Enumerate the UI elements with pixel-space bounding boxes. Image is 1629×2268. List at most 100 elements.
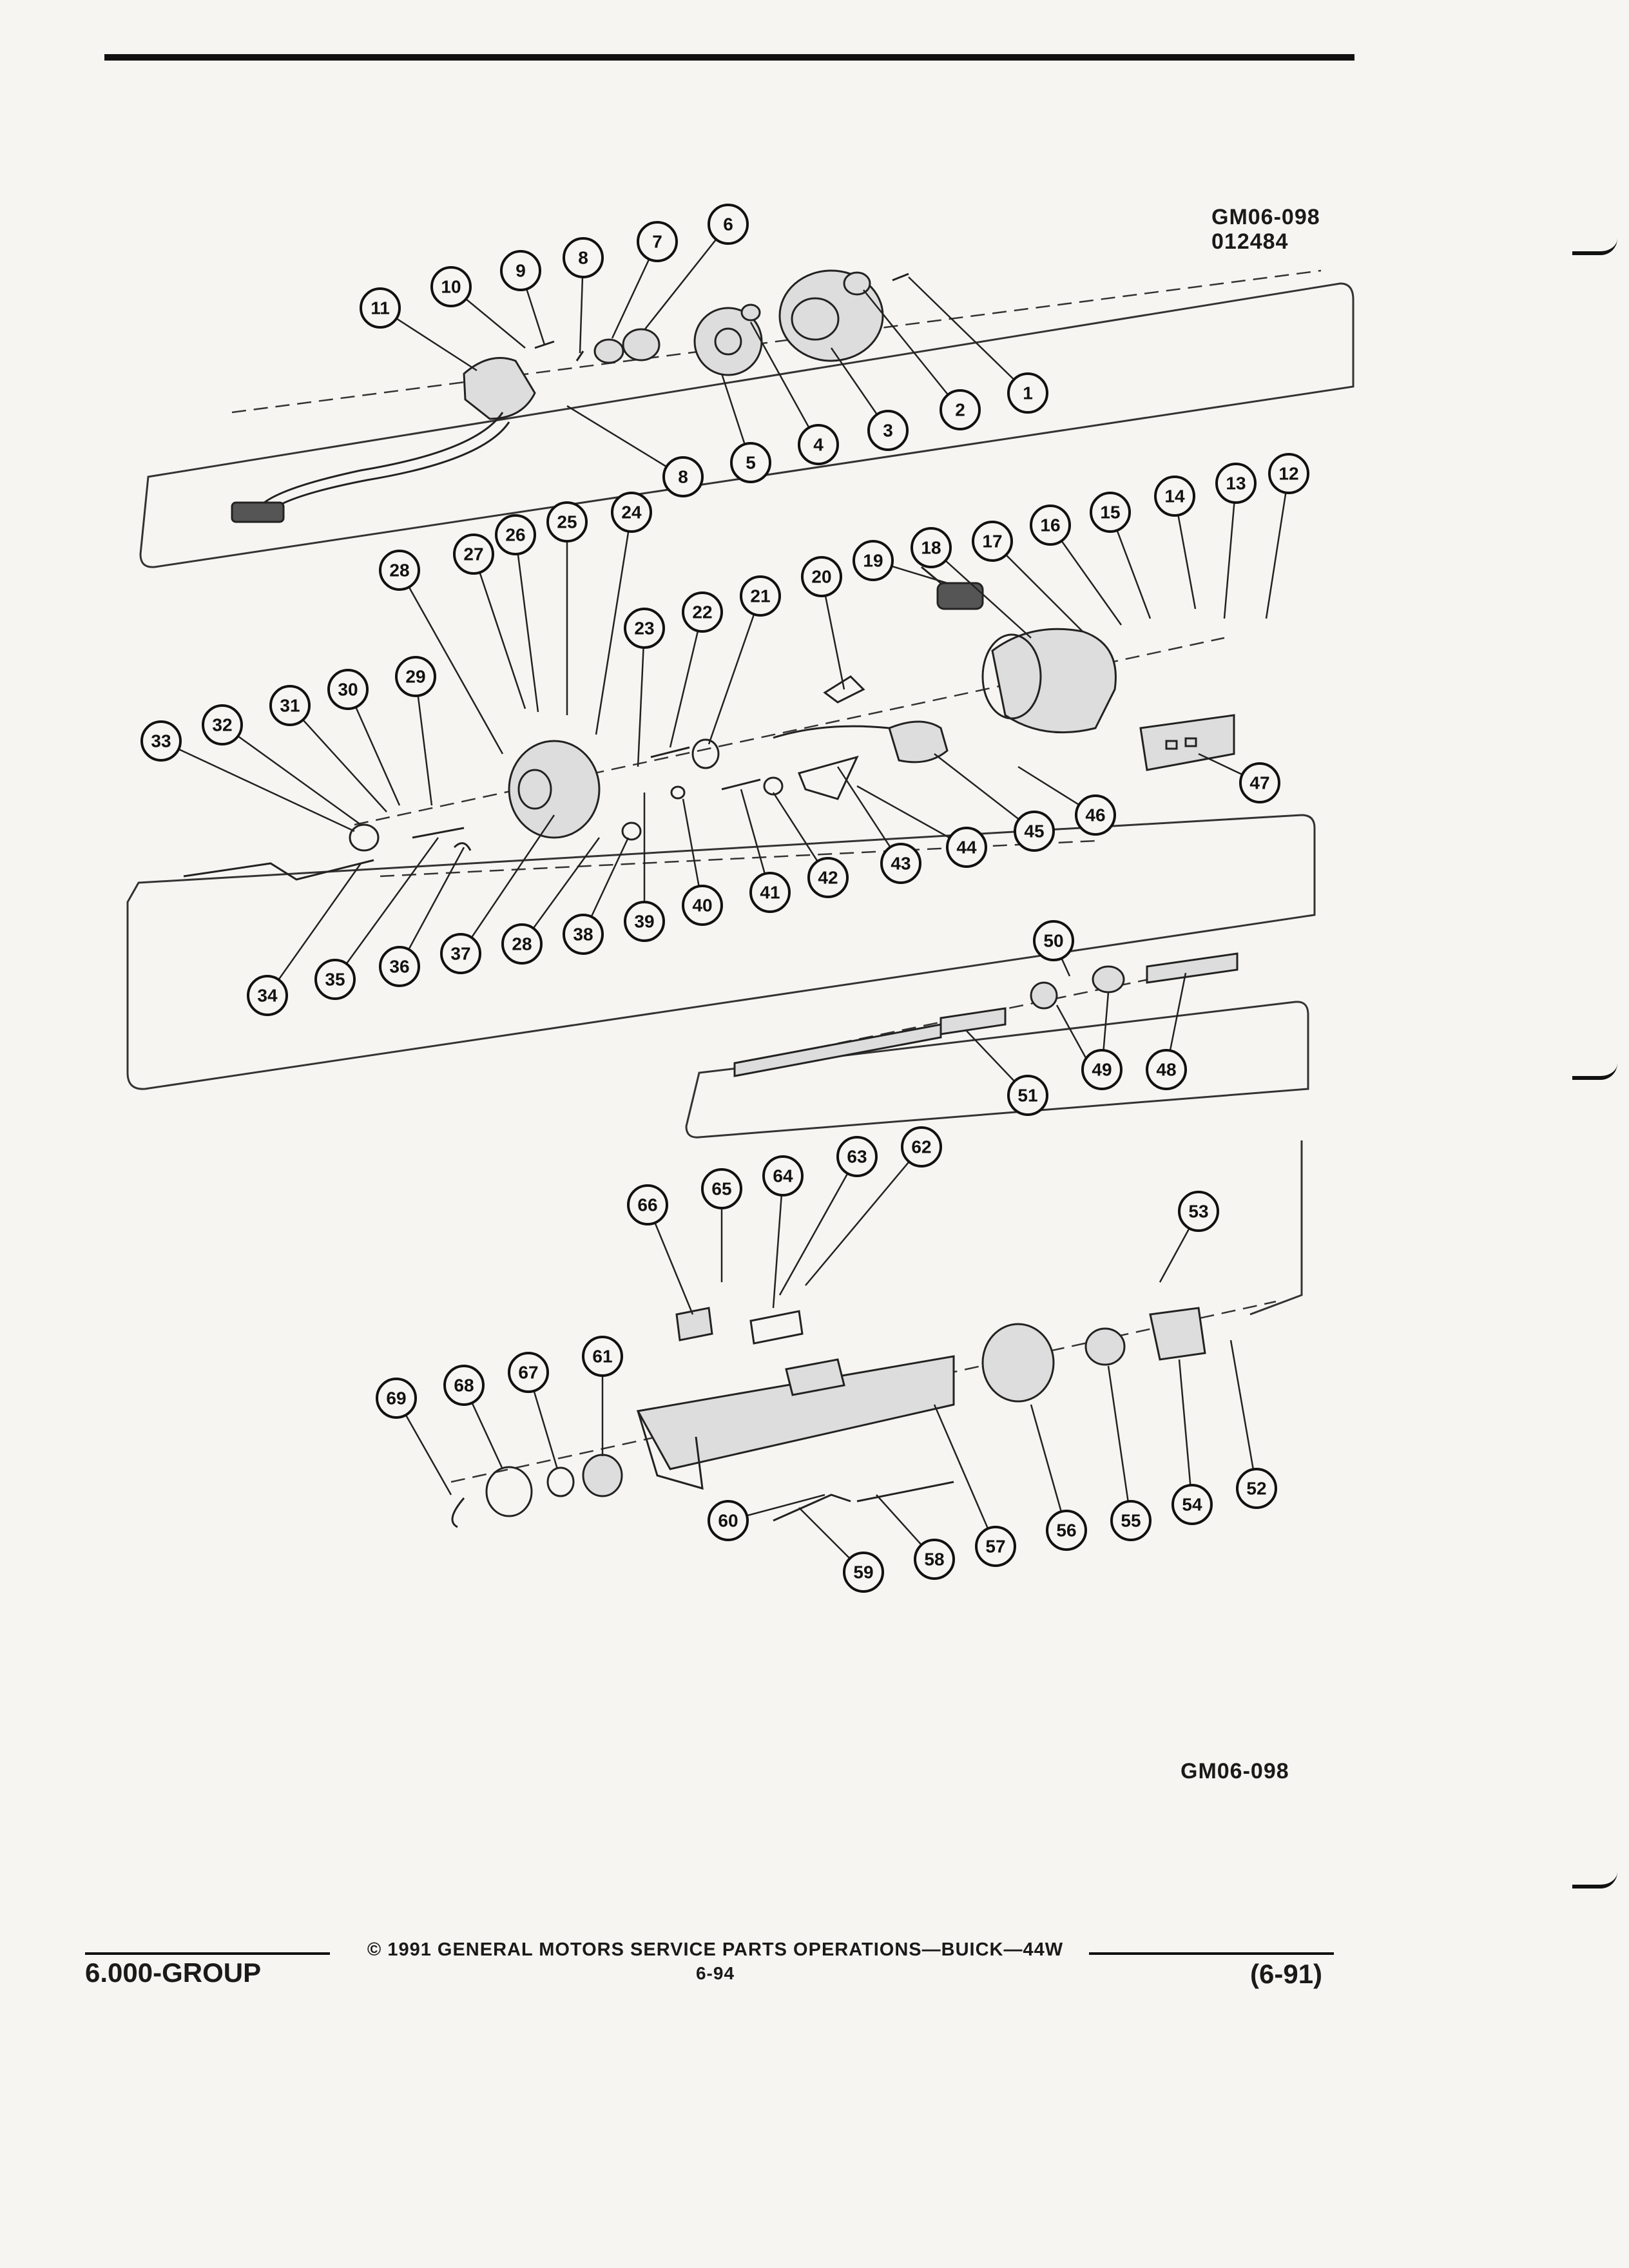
- callout-number: 2: [955, 400, 965, 420]
- callout-circle: [379, 946, 420, 987]
- callout-54: 54: [1171, 1484, 1213, 1525]
- callout-number: 34: [257, 986, 278, 1006]
- callout-28: 28: [501, 923, 543, 965]
- cap-part: [892, 273, 909, 282]
- panel-upper: [139, 282, 1354, 568]
- callout-number: 23: [634, 619, 654, 639]
- callout-number: 51: [1017, 1086, 1037, 1106]
- callout-number: 69: [386, 1389, 406, 1408]
- jacket-part: [636, 1355, 955, 1490]
- callout-68: 68: [443, 1365, 485, 1406]
- footer-right-rule: [1089, 1952, 1334, 1955]
- callout-circle: [546, 501, 588, 543]
- callout-circle: [1090, 492, 1131, 533]
- callout-circle: [611, 492, 652, 533]
- dash-bracket-part: [856, 1481, 954, 1503]
- callout-number: 38: [573, 925, 593, 945]
- lock-cylinder-part: [921, 566, 984, 610]
- callout-circle: [1171, 1484, 1213, 1525]
- callout-number: 60: [718, 1511, 738, 1531]
- callout-27: 27: [453, 533, 494, 575]
- callout-number: 8: [578, 248, 588, 268]
- callout-33: 33: [140, 720, 182, 762]
- callout-circle: [708, 204, 749, 245]
- callout-circle: [972, 521, 1013, 562]
- guide-part: [763, 776, 784, 796]
- callout-number: 19: [863, 551, 883, 571]
- callout-4: 4: [798, 424, 839, 465]
- callout-circle: [1075, 794, 1116, 836]
- callout-number: 62: [911, 1137, 931, 1157]
- callout-8: 8: [662, 456, 704, 497]
- callout-circle: [940, 389, 981, 430]
- callout-number: 67: [518, 1363, 538, 1383]
- callout-circle: [762, 1155, 804, 1196]
- screw-part-8: [575, 351, 584, 361]
- callout-number: 28: [512, 934, 532, 954]
- callout-number: 10: [441, 277, 461, 297]
- footer-left-rule: [85, 1952, 330, 1955]
- bottom-figure-id: GM06-098: [1181, 1759, 1289, 1783]
- callout-circle: [701, 1168, 742, 1209]
- callout-63: 63: [836, 1136, 878, 1177]
- callout-number: 29: [405, 667, 425, 687]
- callout-25: 25: [546, 501, 588, 543]
- callout-14: 14: [1154, 476, 1195, 517]
- callout-circle: [500, 250, 541, 291]
- callout-number: 43: [891, 854, 911, 874]
- callout-15: 15: [1090, 492, 1131, 533]
- callout-65: 65: [701, 1168, 742, 1209]
- callout-circle: [624, 901, 665, 942]
- callout-number: 11: [371, 298, 390, 318]
- callout-circle: [843, 1552, 884, 1593]
- bearing-housing-part: [508, 740, 601, 839]
- callout-circle: [1081, 1049, 1123, 1090]
- switch-part: [749, 1310, 804, 1345]
- callout-30: 30: [327, 669, 369, 710]
- callout-7: 7: [637, 221, 678, 262]
- callout-circle: [1268, 453, 1309, 494]
- callout-28: 28: [379, 550, 420, 591]
- callout-circle: [880, 843, 921, 884]
- callout-number: 12: [1278, 464, 1298, 484]
- callout-55: 55: [1110, 1500, 1152, 1541]
- callout-circle: [1178, 1191, 1219, 1232]
- callout-number: 31: [280, 696, 300, 716]
- callout-69: 69: [376, 1378, 417, 1419]
- callout-number: 37: [450, 944, 470, 964]
- callout-57: 57: [975, 1526, 1016, 1567]
- callout-circle: [1007, 1075, 1048, 1116]
- callout-number: 66: [637, 1195, 657, 1215]
- footer-page-number: 6-94: [695, 1963, 735, 1983]
- callout-34: 34: [247, 975, 288, 1016]
- axis-lower: [380, 840, 1096, 878]
- callout-number: 40: [692, 896, 712, 916]
- callout-number: 32: [212, 715, 232, 735]
- callout-51: 51: [1007, 1075, 1048, 1116]
- centering-sphere-part: [1030, 981, 1058, 1010]
- callout-9: 9: [500, 250, 541, 291]
- lower-shaft-part: [940, 1007, 1007, 1035]
- callout-17: 17: [972, 521, 1013, 562]
- callout-circle: [202, 704, 243, 745]
- callout-number: 16: [1040, 515, 1060, 535]
- callout-number: 50: [1043, 931, 1063, 951]
- callout-number: 6: [723, 215, 733, 235]
- callout-61: 61: [582, 1336, 623, 1377]
- lever-part-35: [412, 827, 465, 839]
- callout-circle: [140, 720, 182, 762]
- callout-number: 1: [1023, 383, 1033, 403]
- callout-circle: [975, 1526, 1016, 1567]
- callout-number: 52: [1246, 1479, 1266, 1499]
- callout-number: 44: [956, 838, 977, 858]
- cover-part: [1139, 714, 1235, 771]
- leader-lines: [160, 224, 1290, 1573]
- callout-number: 68: [454, 1376, 474, 1396]
- footer-copyright: © 1991 GENERAL MOTORS SERVICE PARTS OPER…: [367, 1939, 1064, 1960]
- callout-16: 16: [1030, 505, 1071, 546]
- callout-8: 8: [563, 237, 604, 278]
- edge-mark: [1572, 1063, 1617, 1080]
- callout-40: 40: [682, 885, 723, 926]
- callout-circle: [807, 857, 849, 898]
